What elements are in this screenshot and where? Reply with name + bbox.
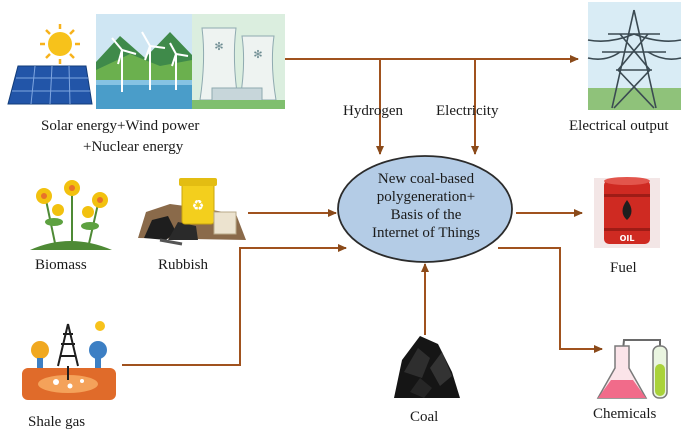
center-node-line1: New coal-based — [377, 171, 475, 187]
rubbish-label: Rubbish — [158, 257, 209, 273]
center-node-line4: Internet of Things — [371, 225, 481, 241]
electricity-label: Electricity — [436, 103, 499, 119]
fuel-label: Fuel — [610, 260, 637, 276]
biomass-label: Biomass — [35, 257, 87, 273]
center-node-text: New coal-based polygeneration+ Basis of … — [336, 170, 516, 242]
arrow-shale-gas-to-center — [122, 244, 347, 366]
svg-text:✻: ✻ — [214, 41, 223, 53]
biomass-flowers-icon — [30, 180, 112, 250]
center-node — [337, 155, 513, 263]
transmission-tower-icon — [587, 2, 682, 110]
oil-barrel-icon: OIL — [594, 177, 660, 248]
chemicals-label: Chemicals — [593, 406, 657, 422]
center-node-line3: Basis of the — [390, 207, 462, 223]
solar-panel-icon — [3, 14, 95, 109]
hydrogen-label: Hydrogen — [343, 103, 403, 119]
oil-barrel-label: OIL — [620, 234, 635, 243]
nuclear-plant-icon: ✻ ✻ — [192, 14, 285, 109]
center-node-line2: polygeneration+ — [376, 189, 476, 205]
renewables-label-line2: +Nuclear energy — [83, 139, 184, 155]
coal-label: Coal — [410, 409, 439, 425]
rubbish-pile-icon: ♻ — [138, 178, 246, 246]
shale-gas-rig-icon — [14, 314, 120, 406]
renewables-label-line1: Solar energy+Wind power — [41, 118, 200, 134]
wind-turbines-icon — [96, 14, 192, 109]
shale-gas-label: Shale gas — [28, 414, 86, 430]
svg-text:✻: ✻ — [253, 49, 262, 61]
svg-text:♻: ♻ — [192, 198, 205, 214]
chemistry-flask-icon — [596, 339, 668, 399]
coal-pile-icon — [394, 336, 460, 398]
flow-arrows — [122, 55, 603, 366]
arrow-center-to-chemicals — [498, 247, 603, 353]
electrical-output-label: Electrical output — [569, 118, 669, 134]
